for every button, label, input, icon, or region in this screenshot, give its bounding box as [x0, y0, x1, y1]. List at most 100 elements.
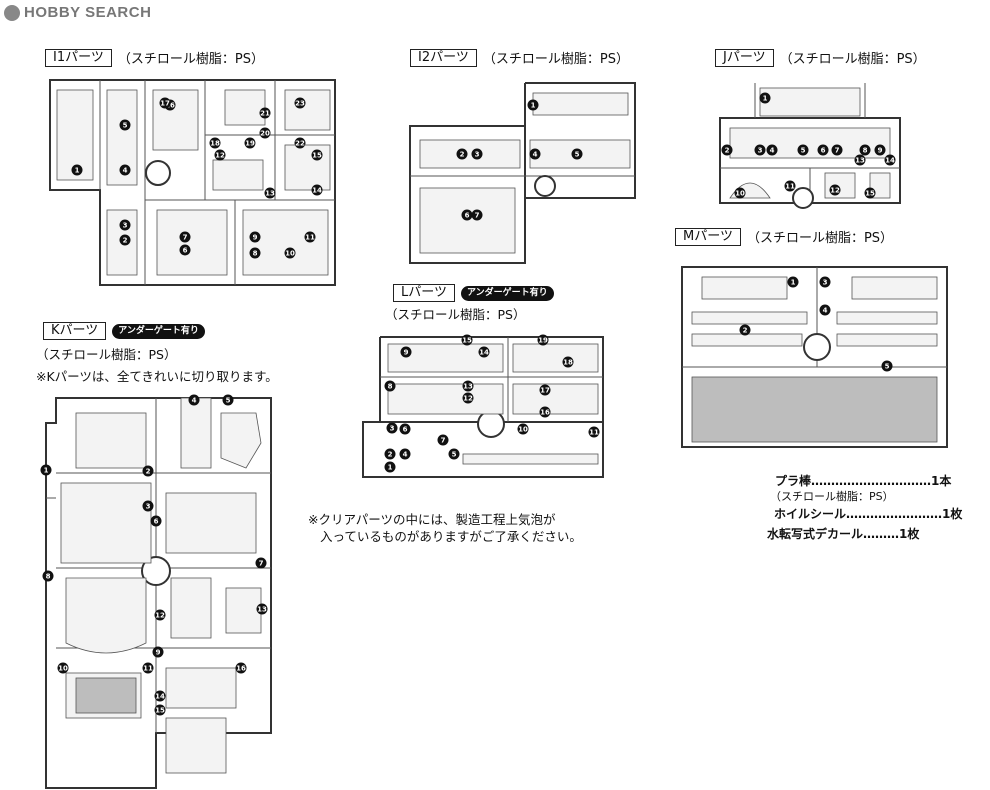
part-number-badge: [537, 334, 549, 346]
accessory-name: ホイルシール: [774, 507, 847, 521]
section-material: （スチロール樹脂：PS）: [117, 52, 264, 67]
part-number-label: 18: [210, 140, 220, 148]
part-number-label: 2: [123, 237, 128, 245]
undergate-badge: アンダーゲート有り: [460, 285, 554, 301]
part-number-label: 12: [463, 395, 473, 403]
part-number-badge: [874, 144, 886, 156]
part-number-badge: [399, 448, 411, 460]
part-number-label: 2: [725, 147, 730, 155]
part-number-badge: [478, 346, 490, 358]
part-number-label: 22: [295, 140, 305, 148]
part-number-badge: [249, 231, 261, 243]
part-number-label: 12: [215, 152, 225, 160]
part-number-label: 14: [479, 349, 489, 357]
part-number-badge: [179, 231, 191, 243]
part-number-badge: [244, 137, 256, 149]
part-number-badge: [529, 148, 541, 160]
section-label: Lパーツ: [393, 284, 455, 302]
part-number-badge: [539, 384, 551, 396]
part-number-badge: [284, 247, 296, 259]
part-number-badge: [734, 187, 746, 199]
part-number-badge: [384, 380, 396, 392]
part-number-badge: [739, 324, 751, 336]
part-number-badge: [884, 154, 896, 166]
part-number-badge: [294, 97, 306, 109]
part-number-label: 16: [540, 409, 550, 417]
accessory-sub: （スチロール樹脂：PS）: [770, 490, 894, 503]
part-number-label: 16: [165, 102, 175, 110]
part-number-label: 1: [44, 467, 49, 475]
part-number-label: 1: [763, 95, 768, 103]
part-number-badge: [819, 304, 831, 316]
part-number-label: 4: [403, 451, 408, 459]
part-number-label: 5: [575, 151, 580, 159]
section-header-i2: I2パーツ （スチロール樹脂：PS）: [410, 48, 629, 67]
undergate-badge: アンダーゲート有り: [112, 323, 205, 339]
section-label: I2パーツ: [410, 48, 477, 67]
part-number-badge: [235, 662, 247, 674]
part-number-badge: [154, 704, 166, 716]
part-number-badge: [209, 137, 221, 149]
part-number-label: 1: [388, 464, 393, 472]
part-number-badge: [119, 234, 131, 246]
part-number-badge: [255, 557, 267, 569]
part-number-label: 11: [305, 234, 315, 242]
section-material-l: （スチロール樹脂：PS）: [385, 307, 526, 322]
part-number-badge: [854, 154, 866, 166]
part-number-badge: [42, 570, 54, 582]
part-number-label: 3: [758, 147, 763, 155]
part-number-label: 6: [183, 247, 188, 255]
part-number-label: 3: [146, 503, 151, 511]
part-number-label: 9: [253, 234, 258, 242]
part-number-label: 1: [791, 279, 796, 287]
part-number-label: 1: [531, 102, 536, 110]
part-number-badge: [256, 603, 268, 615]
part-number-label: 15: [312, 152, 322, 160]
part-number-badge: [539, 406, 551, 418]
accessory-dots: ………: [863, 527, 900, 541]
part-number-label: 7: [441, 437, 446, 445]
part-number-label: 2: [146, 468, 151, 476]
part-number-badge: [588, 426, 600, 438]
part-number-badge: [456, 148, 468, 160]
part-number-badge: [471, 148, 483, 160]
part-number-badge: [766, 144, 778, 156]
part-number-badge: [179, 244, 191, 256]
part-number-label: 9: [404, 349, 409, 357]
part-number-badge: [154, 609, 166, 621]
part-number-badge: [249, 247, 261, 259]
part-number-label: 6: [154, 518, 159, 526]
part-number-label: 2: [388, 451, 393, 459]
part-number-badge: [571, 148, 583, 160]
part-number-badge: [562, 356, 574, 368]
section-label: I1パーツ: [45, 48, 112, 67]
k-parts-note: ※Kパーツは、全てきれいに切り取ります。: [36, 369, 278, 384]
part-number-label: 13: [265, 190, 275, 198]
part-number-badge: [759, 92, 771, 104]
part-number-badge: [462, 380, 474, 392]
accessory-qty: 1枚: [942, 507, 963, 521]
part-number-label: 17: [160, 100, 170, 108]
part-number-badge: [142, 465, 154, 477]
part-number-label: 15: [462, 337, 472, 345]
part-number-label: 6: [465, 212, 470, 220]
part-number-badge: [214, 149, 226, 161]
part-number-label: 8: [863, 147, 868, 155]
part-number-badge: [384, 461, 396, 473]
part-number-badge: [119, 164, 131, 176]
part-number-label: 13: [463, 383, 473, 391]
part-number-label: 7: [183, 234, 188, 242]
part-number-badge: [797, 144, 809, 156]
part-number-badge: [142, 500, 154, 512]
part-number-label: 6: [403, 426, 408, 434]
part-number-badge: [754, 144, 766, 156]
section-material: （スチロール樹脂：PS）: [482, 52, 629, 67]
part-number-badge: [448, 448, 460, 460]
part-number-badge: [829, 184, 841, 196]
part-number-badge: [399, 423, 411, 435]
part-number-label: 14: [312, 187, 322, 195]
part-number-badge: [294, 137, 306, 149]
part-number-badge: [859, 144, 871, 156]
part-number-label: 19: [245, 140, 255, 148]
